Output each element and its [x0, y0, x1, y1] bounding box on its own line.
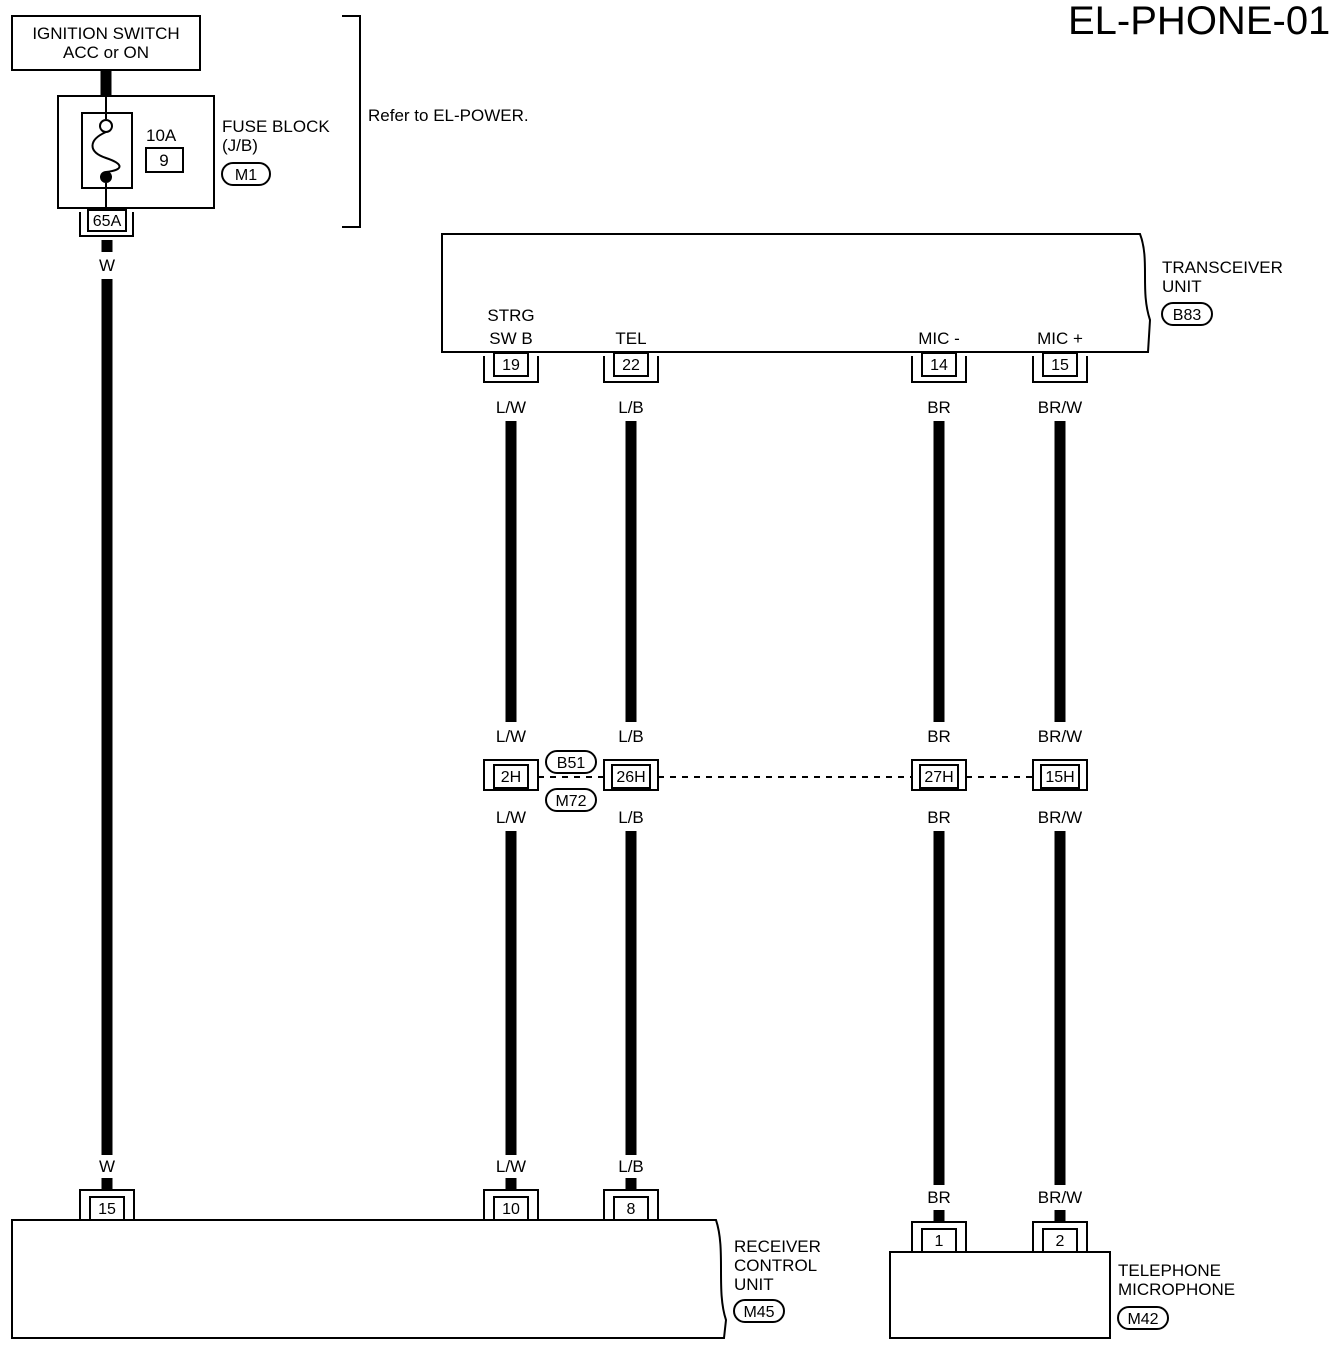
receiver-terminal-8: 8: [603, 1189, 659, 1221]
svg-text:19: 19: [502, 357, 520, 374]
terminal-65a-label: 65A: [93, 213, 122, 230]
receiver-label: RECEIVER: [734, 1237, 821, 1256]
joint-terminal-15h: 15H: [1032, 759, 1088, 791]
svg-text:15: 15: [1051, 357, 1069, 374]
refer-note: Refer to EL-POWER.: [368, 106, 529, 125]
joint-connector-b51: B51: [557, 755, 586, 772]
receiver-terminal-15: 15: [79, 1189, 135, 1221]
receiver-label-unit: UNIT: [734, 1275, 774, 1294]
receiver-control-unit-box: [11, 1219, 728, 1339]
svg-text:22: 22: [622, 357, 640, 374]
joint-connector-badge-m72: [545, 788, 597, 812]
wire-color-lb-3: L/B: [618, 808, 644, 827]
svg-text:8: 8: [627, 1201, 636, 1218]
svg-text:15H: 15H: [1045, 769, 1074, 786]
receiver-label-control: CONTROL: [734, 1256, 817, 1275]
fuse-number: 9: [159, 151, 168, 170]
transceiver-label-unit: UNIT: [1162, 277, 1202, 296]
telephone-microphone-box: [889, 1251, 1111, 1339]
microphone-label: TELEPHONE: [1118, 1261, 1221, 1280]
refer-bracket: [342, 15, 361, 228]
transceiver-terminal-15: 15: [1032, 352, 1088, 383]
wire-color-br-2: BR: [927, 727, 951, 746]
fuse-block-jb: (J/B): [222, 136, 258, 155]
svg-text:2: 2: [1056, 1233, 1065, 1250]
wire-color-brw-4: BR/W: [1038, 1188, 1082, 1207]
receiver-connector-badge: [733, 1299, 785, 1323]
microphone-connector: M42: [1127, 1311, 1158, 1328]
ignition-switch-box: [11, 15, 201, 71]
fuse-number-box: [145, 147, 184, 173]
transceiver-label: TRANSCEIVER: [1162, 258, 1283, 277]
svg-text:27H: 27H: [924, 769, 953, 786]
fuse-block-label: FUSE BLOCK: [222, 117, 330, 136]
joint-terminal-27h: 27H: [911, 759, 967, 791]
terminal-65a: [87, 209, 127, 232]
joint-terminal-26h: 26H: [603, 759, 659, 791]
svg-text:26H: 26H: [616, 769, 645, 786]
wire-color-lb-2: L/B: [618, 727, 644, 746]
svg-text:2H: 2H: [501, 769, 521, 786]
fuse-block-connector: M1: [235, 167, 257, 184]
wire-color-lb-1: L/B: [618, 398, 644, 417]
wire-color-lw-3: L/W: [496, 808, 526, 827]
microphone-terminal-1: 1: [911, 1221, 967, 1253]
receiver-terminal-10: 10: [483, 1189, 539, 1221]
svg-text:15: 15: [98, 1201, 116, 1218]
wire-color-brw-2: BR/W: [1038, 727, 1082, 746]
joint-connector-m72: M72: [555, 793, 586, 810]
ignition-switch-mode: ACC or ON: [63, 43, 149, 62]
pin-name-mic-plus: MIC +: [1037, 329, 1083, 348]
joint-terminal-2h: 2H: [483, 759, 539, 791]
wire-color-br-1: BR: [927, 398, 951, 417]
pin-name-strg: STRG: [487, 306, 534, 325]
wire-color-brw-3: BR/W: [1038, 808, 1082, 827]
pin-name-swb: SW B: [489, 329, 532, 348]
wire-color-lb-4: L/B: [618, 1157, 644, 1176]
pin-name-mic-minus: MIC -: [918, 329, 960, 348]
diagram-title: EL-PHONE-01: [1068, 0, 1330, 43]
svg-text:10: 10: [502, 1201, 520, 1218]
microphone-connector-badge: [1117, 1306, 1169, 1330]
fuse-rating: 10A: [146, 126, 177, 145]
microphone-label-2: MICROPHONE: [1118, 1280, 1235, 1299]
fuse-terminal-bottom: [100, 171, 112, 183]
receiver-connector: M45: [743, 1304, 774, 1321]
wire-color-lw-1: L/W: [496, 398, 526, 417]
transceiver-terminal-22: 22: [603, 352, 659, 383]
joint-connector-badge-b51: [545, 750, 597, 774]
wire-color-w-bottom: W: [99, 1157, 115, 1176]
transceiver-terminal-19: 19: [483, 352, 539, 383]
fuse-terminal-top: [99, 119, 113, 133]
fuse-icon: [91, 131, 121, 173]
svg-text:1: 1: [935, 1233, 944, 1250]
transceiver-terminal-14: 14: [911, 352, 967, 383]
ignition-switch-label: IGNITION SWITCH: [32, 24, 179, 43]
transceiver-connector-badge: [1161, 302, 1213, 326]
wire-color-lw-2: L/W: [496, 727, 526, 746]
wire-color-br-4: BR: [927, 1188, 951, 1207]
wire-color-w-top: W: [99, 256, 115, 275]
transceiver-connector: B83: [1173, 307, 1202, 324]
svg-text:14: 14: [930, 357, 948, 374]
pin-name-tel: TEL: [615, 329, 646, 348]
microphone-terminal-2: 2: [1032, 1221, 1088, 1253]
wire-color-lw-4: L/W: [496, 1157, 526, 1176]
transceiver-unit-box: [441, 233, 1152, 353]
wire-color-brw-1: BR/W: [1038, 398, 1082, 417]
fuse-block-connector-badge: [221, 162, 271, 186]
wire-color-br-3: BR: [927, 808, 951, 827]
